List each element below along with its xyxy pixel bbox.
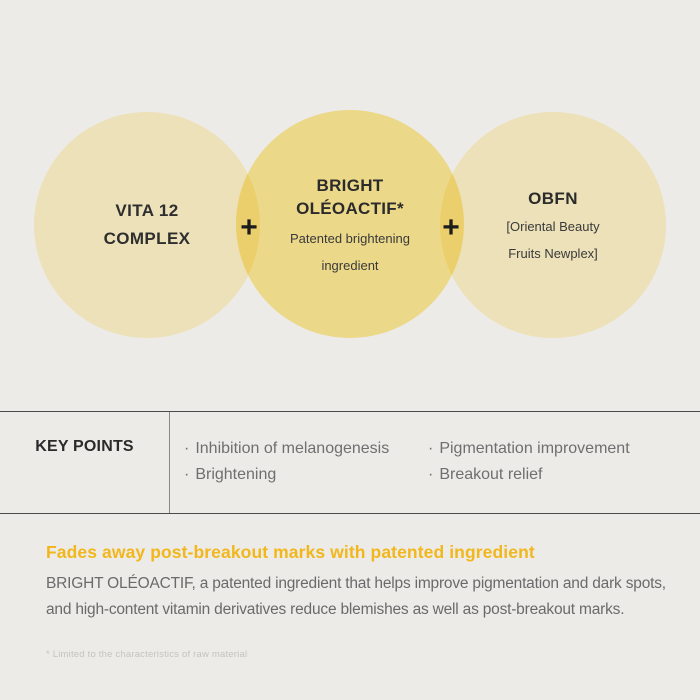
key-point-item: · Pigmentation improvement — [428, 436, 630, 462]
key-points-header-cell: KEY POINTS — [0, 412, 170, 513]
circle-subtitle-line: ingredient — [321, 258, 379, 273]
key-points-column-1: · Inhibition of melanogenesis · Brightenin… — [184, 436, 428, 513]
plus-icon: + — [442, 211, 460, 244]
key-points-title: KEY POINTS — [35, 438, 134, 455]
footnote: * Limited to the characteristics of raw … — [46, 649, 248, 660]
key-point-text: Brightening — [195, 466, 277, 483]
circle-title-line: BRIGHT — [316, 176, 384, 195]
highlight-body: BRIGHT OLÉOACTIF, a patented ingredient … — [46, 571, 666, 623]
key-point-item: · Breakout relief — [428, 462, 630, 488]
key-point-item: · Brightening — [184, 462, 428, 488]
plus-icon: + — [240, 211, 258, 244]
highlight-section: Fades away post-breakout marks with pate… — [46, 541, 666, 661]
key-point-text: Inhibition of melanogenesis — [195, 440, 390, 457]
highlight-heading: Fades away post-breakout marks with pate… — [46, 542, 535, 562]
circle-subtitle-line: [Oriental Beauty — [506, 218, 600, 234]
bright-oleoactif-circle — [236, 110, 464, 338]
key-points-section: KEY POINTS · Inhibition of melanogenesis … — [0, 411, 700, 514]
bullet-dot: · — [184, 466, 190, 483]
key-points-list: · Inhibition of melanogenesis · Brightenin… — [170, 412, 700, 513]
key-point-text: Pigmentation improvement — [439, 440, 630, 457]
bullet-dot: · — [428, 440, 434, 457]
circle-title-line: COMPLEX — [103, 229, 191, 248]
bullet-dot: · — [428, 466, 434, 483]
bright-oleoactif-label: BRIGHT OLÉOACTIF* Patented brightening i… — [236, 110, 464, 338]
highlight-body-line: and high-content vitamin derivatives red… — [46, 601, 625, 618]
bullet-dot: · — [184, 440, 190, 457]
vita-12-complex-circle — [34, 112, 260, 338]
circle-title-line: OBFN — [528, 188, 578, 208]
key-point-item: · Inhibition of melanogenesis — [184, 436, 428, 462]
circle-subtitle-line: Patented brightening — [290, 231, 410, 246]
circle-subtitle-line: Fruits Newplex] — [508, 245, 598, 261]
circle-title-line: VITA 12 — [115, 201, 179, 220]
obfn-circle — [440, 112, 666, 338]
obfn-label: OBFN [Oriental Beauty Fruits Newplex] — [440, 112, 666, 338]
key-point-text: Breakout relief — [439, 466, 543, 483]
circle-title-line: OLÉOACTIF* — [296, 199, 404, 218]
key-points-column-2: · Pigmentation improvement · Breakout reli… — [428, 436, 630, 513]
vita-12-complex-label: VITA 12 COMPLEX — [34, 112, 260, 338]
highlight-body-line: BRIGHT OLÉOACTIF, a patented ingredient … — [46, 575, 666, 592]
